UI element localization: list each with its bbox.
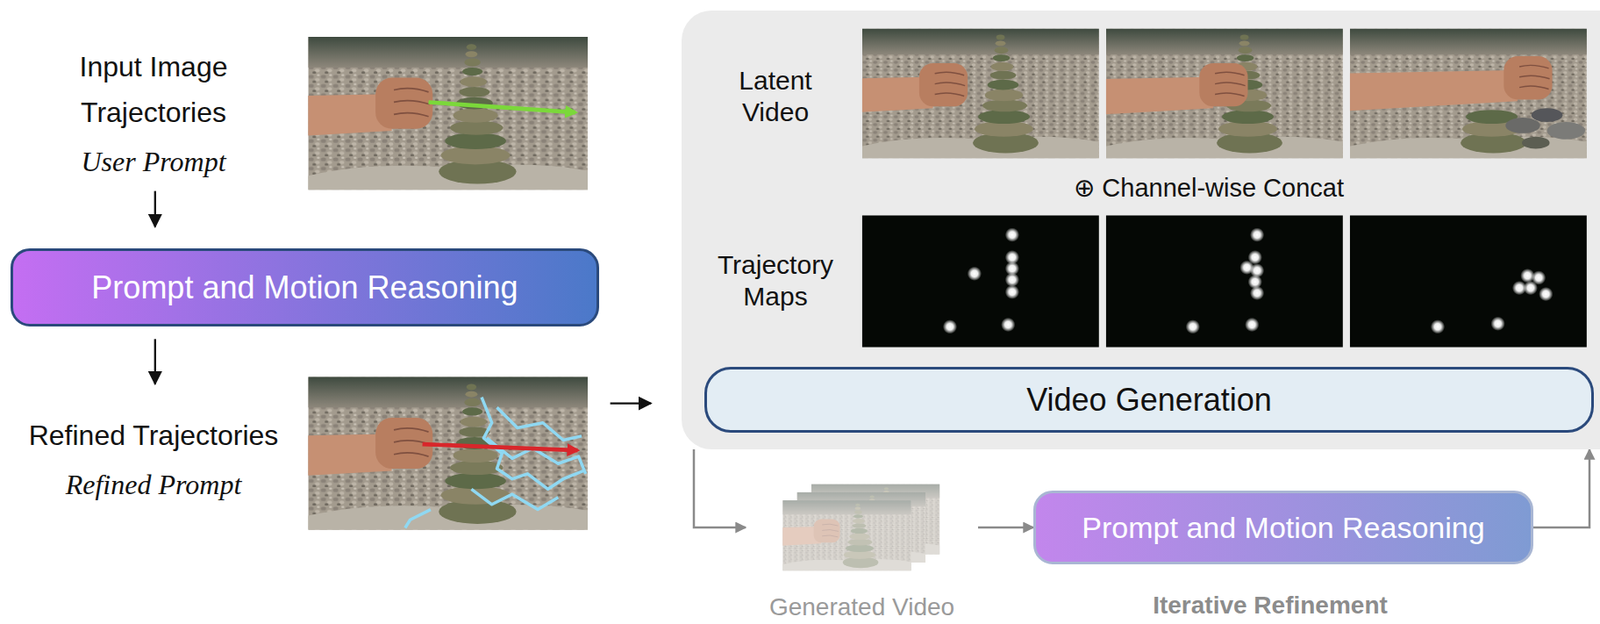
illustration-shape bbox=[405, 397, 586, 529]
illustration-shape bbox=[307, 78, 433, 143]
illustration-shape bbox=[481, 397, 584, 490]
illustration-shape bbox=[782, 519, 840, 550]
refined-photo bbox=[307, 376, 588, 529]
illustration-shape bbox=[782, 500, 912, 571]
output-label: Generated Video bbox=[745, 592, 979, 622]
prompt-label: Refined Prompt bbox=[0, 467, 308, 501]
illustration-shape bbox=[1106, 63, 1249, 119]
reasoning-box: Prompt and Motion Reasoning bbox=[10, 248, 600, 327]
video-frame bbox=[1350, 28, 1587, 159]
trajectory-map bbox=[862, 214, 1100, 347]
illustration-shape bbox=[1185, 319, 1200, 334]
connector-arrow bbox=[693, 449, 746, 528]
flow-arrow bbox=[154, 191, 157, 228]
illustration-shape bbox=[405, 509, 431, 529]
illustration-shape bbox=[842, 503, 879, 568]
illustration-shape bbox=[1430, 319, 1445, 334]
connector-arrow bbox=[978, 526, 1034, 529]
illustration-shape bbox=[1523, 280, 1538, 295]
process-label: Prompt and Motion Reasoning bbox=[1081, 510, 1485, 545]
process-label: Video Generation bbox=[1026, 381, 1272, 419]
illustration-shape bbox=[1005, 272, 1020, 287]
illustration-shape bbox=[1000, 317, 1015, 332]
generation-box: Video Generation bbox=[704, 366, 1594, 433]
video-frame bbox=[862, 28, 1100, 159]
illustration-shape bbox=[438, 43, 516, 184]
row-label: Trajectory Maps bbox=[705, 249, 846, 313]
illustration-shape bbox=[942, 319, 958, 334]
illustration-shape bbox=[428, 101, 577, 113]
loop-label: Iterative Refinement bbox=[1094, 590, 1446, 621]
trajectory-map bbox=[1106, 214, 1343, 347]
illustration-shape bbox=[486, 437, 586, 474]
generated-video-frames bbox=[721, 484, 941, 572]
input-label: Input Image bbox=[0, 50, 308, 84]
illustration-shape bbox=[942, 227, 1020, 334]
illustration-shape bbox=[1250, 285, 1265, 300]
illustration-shape bbox=[1538, 286, 1553, 301]
illustration-shape bbox=[1005, 227, 1020, 242]
illustration-shape bbox=[972, 34, 1039, 153]
illustration-shape bbox=[307, 417, 433, 483]
refined-label: Refined Trajectories bbox=[0, 418, 308, 452]
flow-arrow bbox=[610, 401, 652, 404]
illustration-shape bbox=[1185, 227, 1265, 334]
model-panel: Latent Video ⊕ Channel-wise ConcatTraject… bbox=[681, 10, 1600, 450]
prompt-label: User Prompt bbox=[0, 144, 308, 179]
generated-video: Generated Video bbox=[745, 483, 979, 624]
concat-label: ⊕ Channel-wise Concat bbox=[945, 172, 1472, 204]
illustration-shape bbox=[471, 488, 558, 509]
illustration-shape bbox=[1460, 107, 1586, 153]
row-label: Latent Video bbox=[705, 64, 846, 129]
illustration-shape bbox=[1244, 317, 1259, 332]
input-label: Trajectories bbox=[0, 95, 308, 129]
reasoning-box-faded: Prompt and Motion Reasoning bbox=[1033, 490, 1534, 565]
illustration-shape bbox=[1106, 214, 1343, 347]
illustration-shape bbox=[862, 214, 1100, 347]
input-photo bbox=[307, 36, 588, 190]
illustration-shape bbox=[1005, 285, 1020, 300]
illustration-shape bbox=[967, 266, 982, 281]
illustration-shape bbox=[1490, 316, 1505, 331]
illustration-shape bbox=[1430, 268, 1554, 334]
connector-arrow bbox=[1533, 449, 1590, 528]
video-frame bbox=[1106, 28, 1343, 159]
illustration-shape bbox=[1350, 214, 1587, 347]
illustration-shape bbox=[1350, 56, 1553, 112]
illustration-shape bbox=[497, 407, 583, 440]
illustration-shape bbox=[422, 443, 579, 450]
illustration-shape bbox=[1250, 227, 1265, 242]
flow-arrow bbox=[154, 338, 157, 384]
illustration-shape bbox=[862, 63, 968, 119]
trajectory-map bbox=[1350, 214, 1587, 347]
process-label: Prompt and Motion Reasoning bbox=[91, 269, 518, 307]
